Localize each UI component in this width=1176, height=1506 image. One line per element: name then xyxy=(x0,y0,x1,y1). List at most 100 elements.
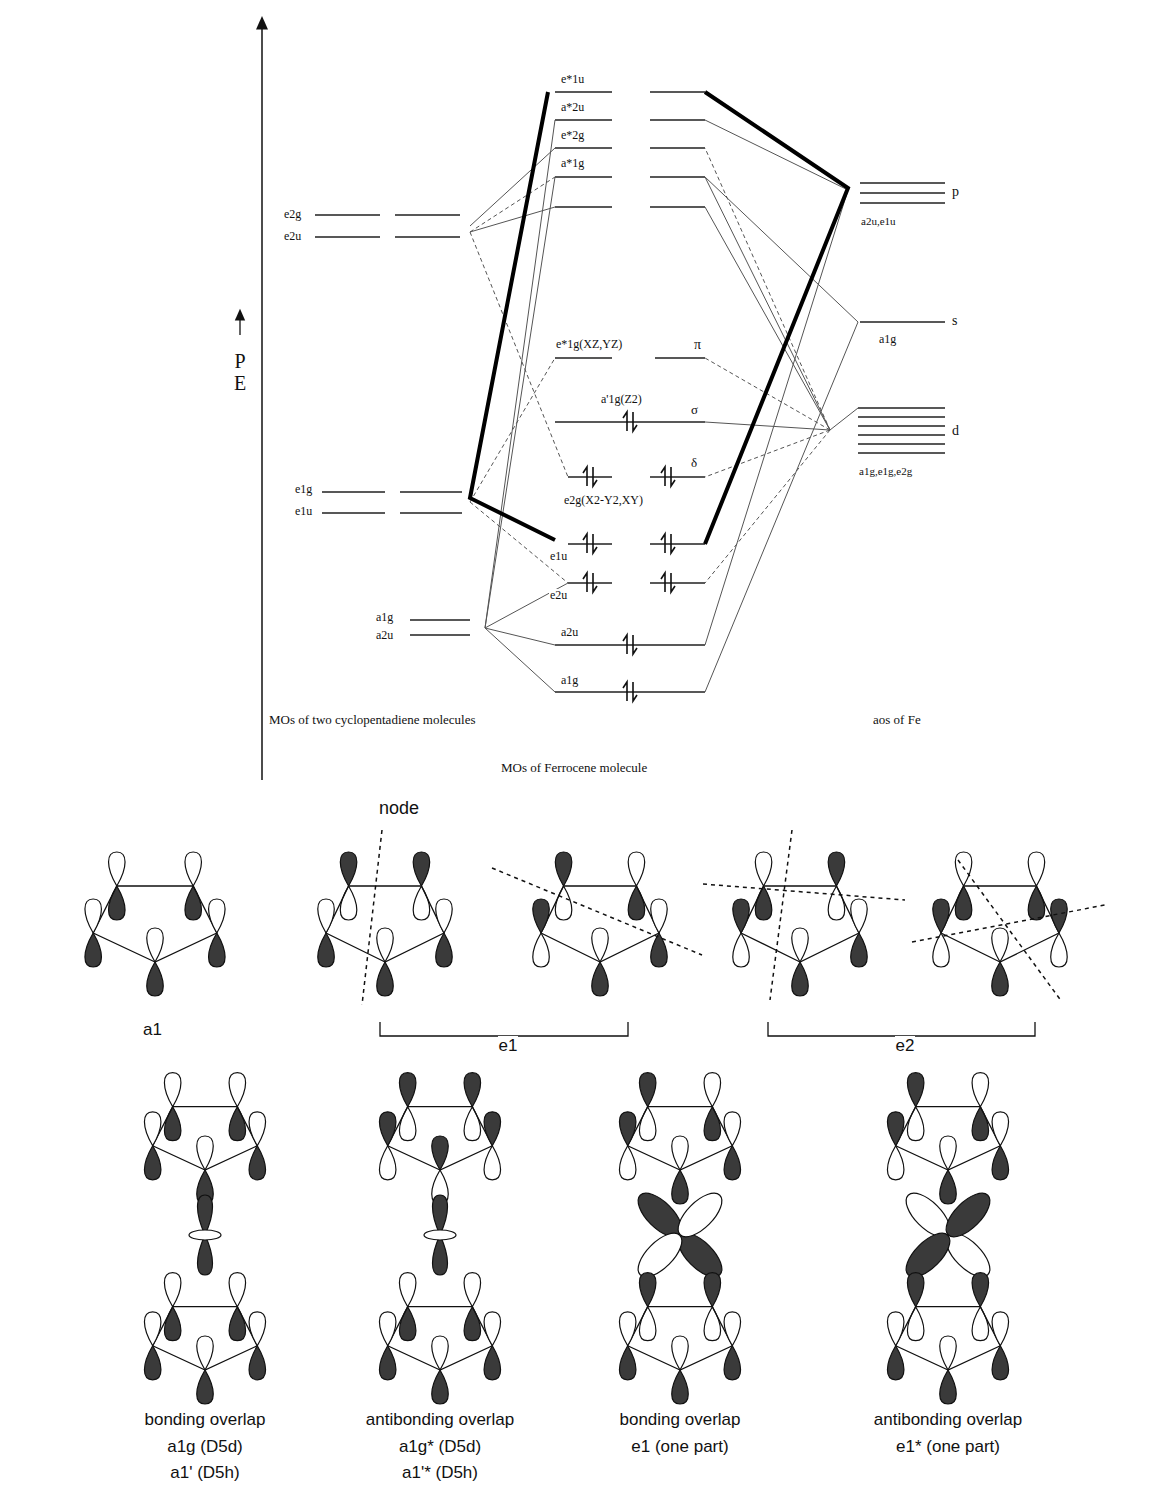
ring xyxy=(896,1107,1001,1170)
orbital-lobe xyxy=(619,1146,636,1180)
orbital-lobe xyxy=(755,852,772,886)
orbital-lobe xyxy=(907,1307,924,1341)
orbital-lobe xyxy=(432,1336,449,1370)
electron-up xyxy=(661,467,665,486)
electron-down xyxy=(633,682,637,701)
orbital-lobe xyxy=(792,962,809,996)
orbital-lobe xyxy=(432,1136,449,1170)
orbital-lobe xyxy=(436,933,453,967)
orbital-lobe xyxy=(249,1112,266,1146)
electron-down xyxy=(593,534,597,553)
orbital-lobe xyxy=(433,1195,448,1235)
orbital-lobe xyxy=(733,899,750,933)
orbital-lobe xyxy=(464,1107,481,1141)
orbital-lobe xyxy=(399,1073,416,1107)
orbital-lobe xyxy=(1051,899,1068,933)
level-label: a*1g xyxy=(560,157,585,171)
energy-axis xyxy=(261,22,263,780)
electron-up xyxy=(623,635,627,654)
orbital-lobe xyxy=(209,933,226,967)
orbital-lobe xyxy=(955,852,972,886)
orbital-lobe xyxy=(533,933,550,967)
electron-up xyxy=(623,412,627,431)
orbital-lobe xyxy=(592,928,609,962)
orbital-lobe xyxy=(592,962,609,996)
electron-up xyxy=(583,467,587,486)
overlap-caption: a1'* (D5h) xyxy=(401,1463,479,1483)
ring xyxy=(896,1307,1001,1370)
orbital-lobe xyxy=(887,1346,904,1380)
level-label: e1g xyxy=(294,483,313,497)
electron-down xyxy=(633,412,637,431)
orbital-lobe xyxy=(464,1073,481,1107)
orbital-lobe xyxy=(377,962,394,996)
symmetry-label: a1g xyxy=(878,333,897,347)
orbital-lobe xyxy=(792,928,809,962)
orbital-lobe xyxy=(724,1146,741,1180)
orbital-lobe xyxy=(972,1107,989,1141)
orbital-lobe xyxy=(672,1370,689,1404)
ring xyxy=(941,886,1059,962)
orbital-lobe xyxy=(533,899,550,933)
orbital-lobe xyxy=(229,1307,246,1341)
orbital-lobe xyxy=(704,1273,721,1307)
orbital-lobe xyxy=(851,933,868,967)
orbital-lobe xyxy=(399,1273,416,1307)
electron-up xyxy=(583,534,587,553)
level-label: a2u xyxy=(375,629,394,643)
symmetry-label: e1 xyxy=(498,1036,519,1056)
thick-correlation-lines xyxy=(470,92,848,544)
orbital-lobe xyxy=(887,1312,904,1346)
correlation-lines xyxy=(470,120,858,692)
orbital-lobe xyxy=(992,962,1009,996)
orbital-lobe xyxy=(484,1112,501,1146)
bond-type: π xyxy=(693,337,702,353)
orbital-lobe xyxy=(907,1073,924,1107)
orbital-lobe xyxy=(724,1312,741,1346)
orbital-lobe xyxy=(628,852,645,886)
d-orbital-lobe xyxy=(899,1226,957,1284)
orbital-lobe xyxy=(672,1136,689,1170)
electron-down xyxy=(671,534,675,553)
symmetry-label: a1 xyxy=(142,1020,163,1040)
orbital-lobe xyxy=(724,1346,741,1380)
orbital-lobe xyxy=(484,1146,501,1180)
orbital-lobe xyxy=(639,1273,656,1307)
orbital-lobe xyxy=(972,1273,989,1307)
electron-up xyxy=(661,573,665,592)
orbital-lobe xyxy=(940,1370,957,1404)
orbital-label: d xyxy=(951,423,960,439)
orbital-lobe xyxy=(1028,852,1045,886)
symmetry-label: a2u,e1u xyxy=(860,215,897,228)
orbital-lobe xyxy=(413,852,430,886)
orbital-lobe xyxy=(109,852,126,886)
node-label: node xyxy=(378,798,420,819)
electron-up xyxy=(661,534,665,553)
orbital-lobe xyxy=(639,1307,656,1341)
electron-down xyxy=(671,573,675,592)
level-label: a'1g(Z2) xyxy=(600,393,643,407)
orbital-lobe xyxy=(198,1195,213,1235)
orbital-lobe xyxy=(672,1170,689,1204)
orbital-lobe xyxy=(940,1136,957,1170)
orbital-label: p xyxy=(951,184,960,200)
bond-type: σ xyxy=(690,403,699,418)
ring xyxy=(628,1307,733,1370)
orbital-lobe xyxy=(724,1112,741,1146)
orbital-lobe xyxy=(704,1073,721,1107)
orbital-lobe xyxy=(432,1370,449,1404)
orbital-lobe xyxy=(399,1107,416,1141)
orbital-lobe xyxy=(209,899,226,933)
orbital-lobe xyxy=(318,933,335,967)
orbital-lobe xyxy=(229,1107,246,1141)
level-label: e2g xyxy=(283,208,302,222)
orbital-lobe xyxy=(733,933,750,967)
orbital-lobe xyxy=(197,1136,214,1170)
orbital-lobe xyxy=(379,1312,396,1346)
orbital-lobe xyxy=(555,886,572,920)
ring xyxy=(541,886,659,962)
orbital-lobe xyxy=(992,1312,1009,1346)
ring xyxy=(153,1307,258,1370)
orbital-lobe xyxy=(144,1346,161,1380)
